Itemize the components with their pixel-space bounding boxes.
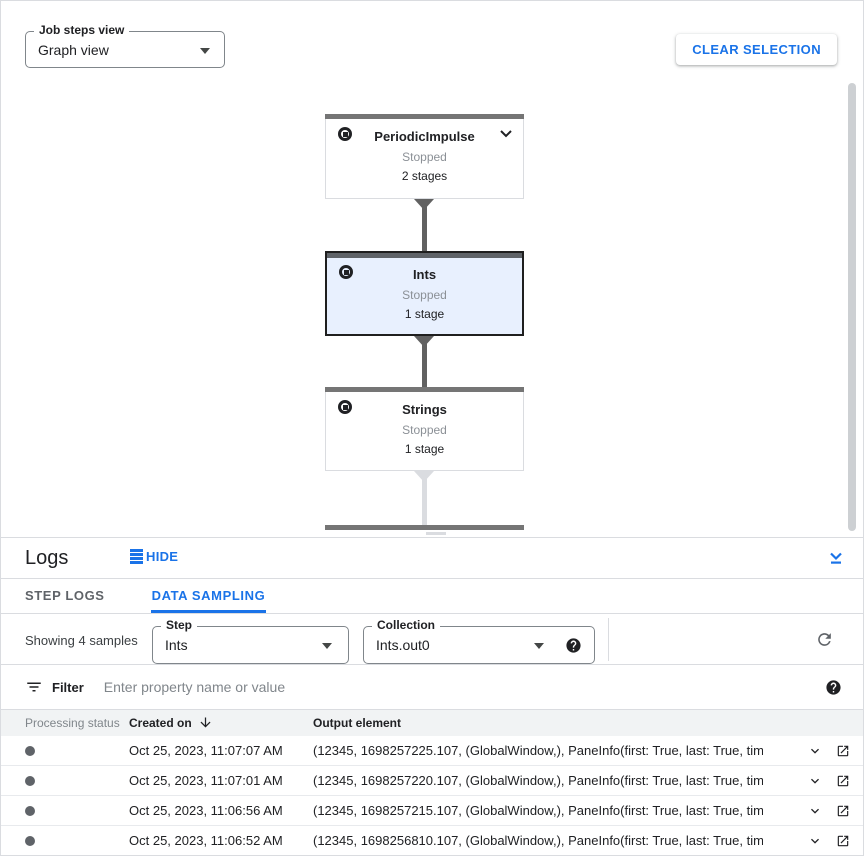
job-steps-view-select[interactable]: Job steps view Graph view <box>25 23 225 68</box>
processing-status-dot <box>25 746 35 756</box>
help-icon[interactable] <box>565 637 582 659</box>
open-in-new-icon[interactable] <box>836 834 850 851</box>
column-header-output-element: Output element <box>313 716 402 730</box>
step-select-value: Ints <box>165 637 188 653</box>
graph-edge <box>422 336 427 387</box>
dropdown-caret-icon <box>534 643 544 649</box>
graph-node-ints[interactable]: Ints Stopped 1 stage <box>325 251 524 336</box>
table-row[interactable]: Oct 25, 2023, 11:07:07 AM (12345, 169825… <box>1 736 863 766</box>
vertical-divider <box>608 618 609 661</box>
output-element-cell: (12345, 1698257225.107, (GlobalWindow,),… <box>313 743 763 758</box>
processing-status-dot <box>25 776 35 786</box>
logs-panel-title: Logs <box>25 547 69 569</box>
output-element-cell: (12345, 1698257220.107, (GlobalWindow,),… <box>313 773 763 788</box>
filter-icon <box>27 682 41 692</box>
collapse-to-bottom-icon[interactable] <box>828 550 844 569</box>
table-row[interactable]: Oct 25, 2023, 11:07:01 AM (12345, 169825… <box>1 766 863 796</box>
help-icon[interactable] <box>825 679 842 701</box>
column-header-created-on[interactable]: Created on <box>129 716 192 730</box>
graph-edge <box>422 199 427 251</box>
hide-label: HIDE <box>146 549 179 564</box>
node-stages: 2 stages <box>401 169 448 183</box>
expand-row-icon[interactable] <box>807 773 823 792</box>
partial-node-fragment <box>426 532 446 535</box>
step-select[interactable]: Step Ints <box>152 618 349 664</box>
created-on-cell: Oct 25, 2023, 11:07:01 AM <box>129 773 283 788</box>
filter-input[interactable] <box>103 679 813 695</box>
stop-circle-icon <box>338 127 352 141</box>
sort-descending-icon[interactable] <box>198 715 213 730</box>
node-title: PeriodicImpulse <box>374 129 475 144</box>
hide-logs-button[interactable]: HIDE <box>128 547 180 566</box>
expand-row-icon[interactable] <box>807 833 823 852</box>
node-status: Stopped <box>402 423 447 437</box>
logs-header: Logs HIDE <box>1 538 863 579</box>
node-top-bar <box>325 114 524 119</box>
node-top-bar <box>327 253 522 258</box>
output-element-cell: (12345, 1698256810.107, (GlobalWindow,),… <box>313 833 763 848</box>
created-on-cell: Oct 25, 2023, 11:07:07 AM <box>129 743 283 758</box>
partial-node-top-bar <box>325 525 524 530</box>
created-on-cell: Oct 25, 2023, 11:06:52 AM <box>129 833 283 848</box>
graph-vertical-scrollbar[interactable] <box>848 83 856 531</box>
clear-selection-button[interactable]: CLEAR SELECTION <box>676 34 837 65</box>
table-row[interactable]: Oct 25, 2023, 11:06:56 AM (12345, 169825… <box>1 796 863 826</box>
filter-bar: Filter <box>1 665 863 709</box>
collection-select-label: Collection <box>372 618 441 632</box>
sampling-controls: Showing 4 samples Step Ints Collection I… <box>1 614 863 665</box>
filter-label: Filter <box>52 679 84 695</box>
node-top-bar <box>325 387 524 392</box>
graph-edge <box>422 471 427 525</box>
chevron-down-icon[interactable] <box>500 130 512 138</box>
step-select-label: Step <box>161 618 198 632</box>
processing-status-dot <box>25 806 35 816</box>
expand-row-icon[interactable] <box>807 803 823 822</box>
stop-circle-icon <box>338 400 352 414</box>
refresh-icon[interactable] <box>815 630 834 652</box>
table-header: Processing status Created on Output elem… <box>1 709 863 736</box>
node-title: Ints <box>412 267 437 282</box>
open-in-new-icon[interactable] <box>836 774 850 791</box>
job-steps-view-label: Job steps view <box>34 23 130 37</box>
samples-summary: Showing 4 samples <box>25 633 138 648</box>
node-status: Stopped <box>402 288 447 302</box>
open-in-new-icon[interactable] <box>836 804 850 821</box>
stop-circle-icon <box>339 265 353 279</box>
expand-row-icon[interactable] <box>807 743 823 762</box>
open-in-new-icon[interactable] <box>836 744 850 761</box>
node-status: Stopped <box>402 150 447 164</box>
tab-step-logs[interactable]: STEP LOGS <box>25 588 105 603</box>
column-header-processing-status: Processing status <box>25 716 120 730</box>
graph-node-periodicimpulse[interactable]: PeriodicImpulse Stopped 2 stages <box>325 114 524 199</box>
graph-node-strings[interactable]: Strings Stopped 1 stage <box>325 387 524 471</box>
tab-data-sampling[interactable]: DATA SAMPLING <box>150 579 267 613</box>
job-steps-view-value: Graph view <box>38 41 109 58</box>
collection-select[interactable]: Collection Ints.out0 <box>363 618 595 664</box>
node-title: Strings <box>402 402 447 417</box>
logs-tabs: STEP LOGS DATA SAMPLING <box>1 579 863 614</box>
dropdown-caret-icon <box>322 643 332 649</box>
dropdown-caret-icon <box>200 47 210 54</box>
processing-status-dot <box>25 836 35 846</box>
list-lines-icon <box>130 549 143 564</box>
node-stages: 1 stage <box>404 307 445 321</box>
collection-select-value: Ints.out0 <box>376 637 430 653</box>
created-on-cell: Oct 25, 2023, 11:06:56 AM <box>129 803 283 818</box>
table-row[interactable]: Oct 25, 2023, 11:06:52 AM (12345, 169825… <box>1 826 863 855</box>
node-stages: 1 stage <box>404 442 445 456</box>
output-element-cell: (12345, 1698257215.107, (GlobalWindow,),… <box>313 803 763 818</box>
logs-panel: Logs HIDE STEP LOGS DATA SAMPLING Showin… <box>1 537 863 855</box>
